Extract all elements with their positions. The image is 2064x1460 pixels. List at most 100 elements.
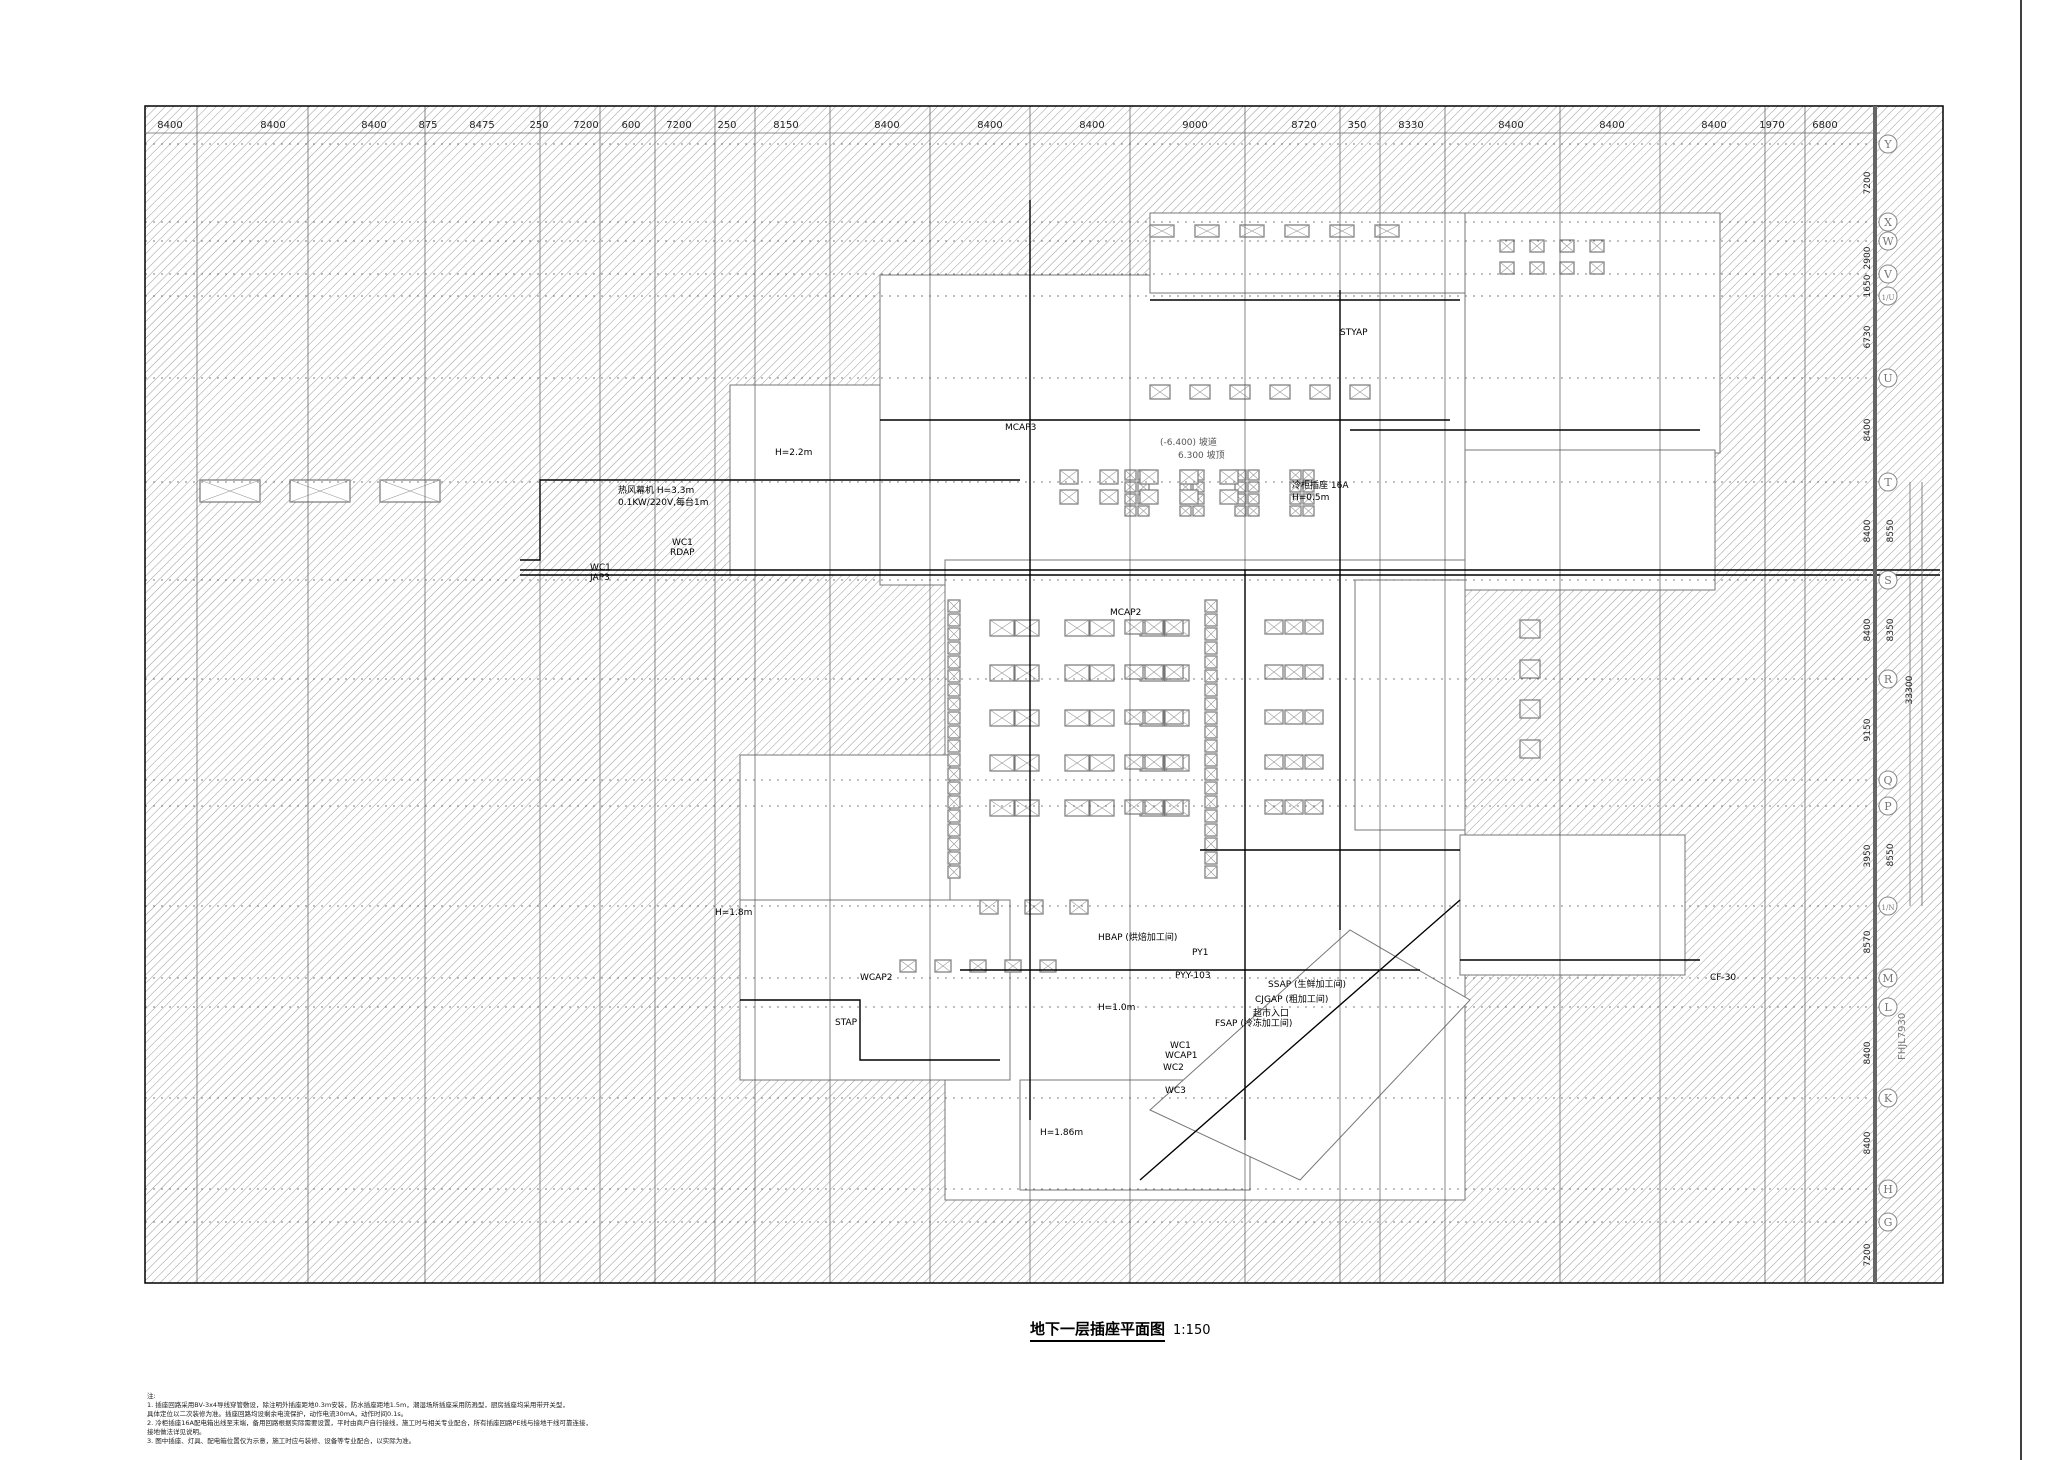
- shelf-block: [1144, 664, 1164, 680]
- shelf-block: [989, 799, 1015, 817]
- shelf-block: [947, 683, 961, 697]
- top-dimension-label: 8400: [1701, 120, 1726, 131]
- wc1-jap3-label: WC1: [590, 563, 611, 573]
- top-dimension-label: 8475: [469, 120, 494, 131]
- axis-bubble: S: [1878, 570, 1898, 590]
- axis-bubble: U: [1878, 368, 1898, 388]
- shelf-block: [1069, 899, 1089, 915]
- wc1-label: WC1: [1170, 1041, 1191, 1051]
- shelf-block: [1099, 469, 1119, 485]
- h10-label: H=1.0m: [1098, 1003, 1135, 1013]
- right-dimensions: 7200290016506730840084008400915039508570…: [1863, 171, 1873, 1266]
- shelf-block: [1204, 627, 1218, 641]
- axis-bubble: 1/N: [1878, 896, 1898, 916]
- shelf-block: [1014, 619, 1040, 637]
- note-line: 接地做法详见说明。: [147, 1428, 206, 1436]
- right-dimension-label: 8400: [1863, 1131, 1873, 1154]
- shelf-block: [1194, 224, 1220, 238]
- top-dimension-label: 8400: [1599, 120, 1624, 131]
- h186-label: H=1.86m: [1040, 1128, 1083, 1138]
- door-heater-label: 热风幕机 H=3.3m: [618, 484, 694, 496]
- axis-bubble-label: H: [1883, 1183, 1893, 1196]
- shelf-block: [199, 479, 261, 503]
- shelf-block: [947, 697, 961, 711]
- shelf-block: [1329, 224, 1355, 238]
- top-dimension-label: 250: [717, 120, 736, 131]
- axis-bubble: M: [1878, 968, 1898, 988]
- cjgap-label: CJGAP (粗加工间): [1255, 993, 1328, 1005]
- shelf-block: [947, 837, 961, 851]
- axis-bubble: W: [1878, 231, 1898, 251]
- shelf-block: [1124, 709, 1144, 725]
- shelf-block: [1124, 619, 1144, 635]
- shelf-block: [1164, 754, 1184, 770]
- shelf-block: [1164, 619, 1184, 635]
- axis-bubble-label: Y: [1883, 138, 1892, 151]
- note-line: 2. 冷柜插座16A配电箱出线至末端，备用回路根据实际需要设置，平时由商户自行接…: [147, 1419, 593, 1427]
- shelf-block: [989, 754, 1015, 772]
- h18-label: H=1.8m: [715, 908, 752, 918]
- top-dimension-label: 6800: [1812, 120, 1837, 131]
- shelf-block: [947, 823, 961, 837]
- axis-bubble: Q: [1878, 770, 1898, 790]
- wiring-lines: [520, 200, 1940, 1181]
- shelf-block: [1089, 709, 1115, 727]
- shelf-block: [1064, 709, 1090, 727]
- axis-bubble: G: [1878, 1212, 1898, 1232]
- shelf-block: [1064, 799, 1090, 817]
- right-dimension-label: 2900: [1863, 246, 1873, 269]
- shelf-block: [1124, 481, 1137, 493]
- shelf-block: [1204, 781, 1218, 795]
- top-dimension-label: 8400: [977, 120, 1002, 131]
- shelf-block: [947, 613, 961, 627]
- top-dimension-label: 7200: [666, 120, 691, 131]
- shelf-block: [1089, 664, 1115, 682]
- axis-bubble: K: [1878, 1088, 1898, 1108]
- shelf-block: [1004, 959, 1022, 973]
- shelf-block: [1014, 664, 1040, 682]
- shelf-block: [1164, 709, 1184, 725]
- wcap1-label: WCAP1: [1165, 1051, 1198, 1061]
- shelf-block: [1264, 709, 1284, 725]
- shelf-block: [1519, 619, 1541, 639]
- shelf-block: [1099, 489, 1119, 505]
- right-dimension-label: 8400: [1863, 618, 1873, 641]
- shelf-block: [379, 479, 441, 503]
- shelf-block: [1164, 799, 1184, 815]
- shelf-block: [1247, 493, 1260, 505]
- shelf-block: [947, 725, 961, 739]
- shelf-block: [1239, 224, 1265, 238]
- shelf-block: [1039, 959, 1057, 973]
- shelf-block: [1089, 619, 1115, 637]
- shelf-block: [989, 709, 1015, 727]
- shelf-block: [947, 753, 961, 767]
- drawing-notes: 注: 1. 插座回路采用BV-3x4导线穿管敷设，除注明外插座距地0.3m安装，…: [147, 1392, 787, 1446]
- shelf-block: [1204, 641, 1218, 655]
- right-dimension-label: 7200: [1863, 171, 1873, 194]
- shelf-block: [947, 627, 961, 641]
- shelf-block: [1204, 795, 1218, 809]
- shelf-block: [1204, 851, 1218, 865]
- shelf-block: [1589, 261, 1605, 275]
- right-dimension-label: 1650: [1863, 274, 1873, 297]
- shelf-block: [1204, 613, 1218, 627]
- shelf-block: [1264, 619, 1284, 635]
- shelf-block: [1124, 505, 1137, 517]
- shelf-block: [1289, 481, 1302, 493]
- slab-note: FHJL7930: [1897, 1013, 1908, 1060]
- right-dimension-label: 6730: [1863, 325, 1873, 348]
- shelf-block: [1264, 754, 1284, 770]
- shelf-block: [1192, 505, 1205, 517]
- shelf-block: [947, 865, 961, 879]
- shelf-block: [947, 809, 961, 823]
- cf30-label: CF-30: [1710, 973, 1736, 983]
- shelf-block: [934, 959, 952, 973]
- top-dimension-label: 8400: [260, 120, 285, 131]
- axis-bubble-label: K: [1884, 1092, 1893, 1105]
- shelf-block: [947, 795, 961, 809]
- shelf-block: [1219, 469, 1239, 485]
- shelf-block: [1304, 709, 1324, 725]
- shelf-block: [1289, 505, 1302, 517]
- axis-bubble: Y: [1878, 134, 1898, 154]
